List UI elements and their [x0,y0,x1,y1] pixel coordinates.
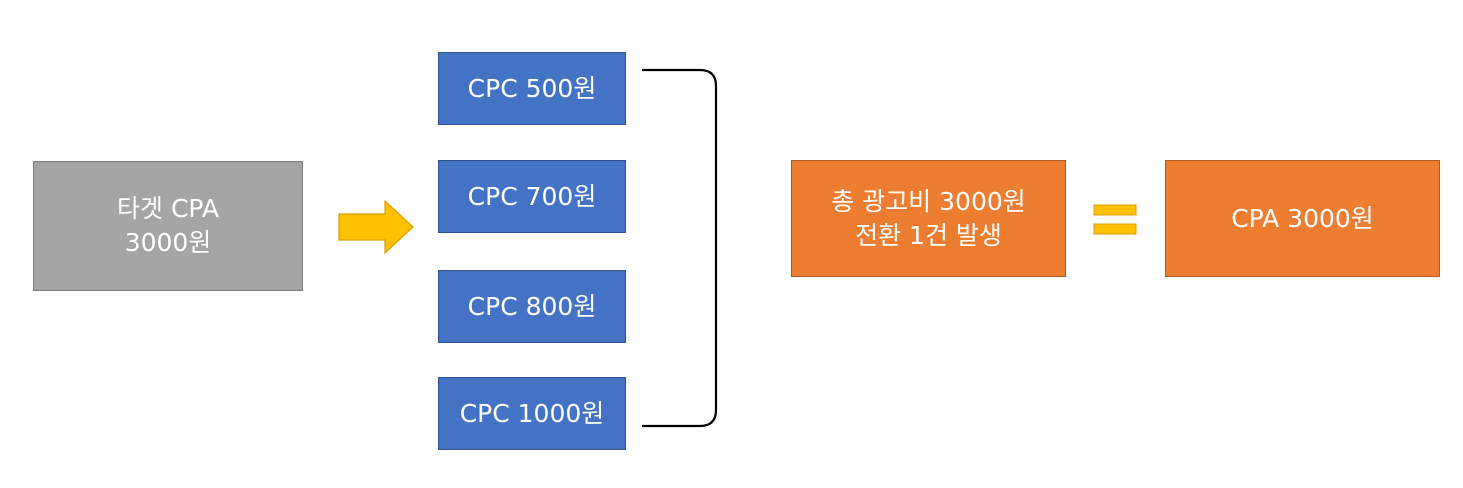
cpc-box-label: CPC 800원 [467,291,597,321]
cpc-box-label: CPC 1000원 [459,398,605,428]
right-arrow-icon [338,199,414,255]
cpc-box-1000: CPC 1000원 [438,377,626,450]
cpc-box-700: CPC 700원 [438,160,626,233]
cpc-box-label: CPC 500원 [467,73,597,103]
result-cpa-label: CPA 3000원 [1231,203,1374,233]
target-cpa-box: 타겟 CPA 3000원 [33,161,303,291]
total-ad-spend-box: 총 광고비 3000원 전환 1건 발생 [791,160,1066,277]
result-cpa-box: CPA 3000원 [1165,160,1440,277]
total-ad-spend-label: 총 광고비 3000원 [831,186,1026,216]
equals-icon [1093,204,1137,235]
target-cpa-value: 3000원 [124,228,212,257]
right-bracket-icon [642,68,718,428]
cpc-box-500: CPC 500원 [438,52,626,125]
cpc-box-800: CPC 800원 [438,270,626,343]
conversion-label: 전환 1건 발생 [855,220,1002,250]
target-cpa-label: 타겟 CPA [117,194,219,223]
cpc-box-label: CPC 700원 [467,181,597,211]
